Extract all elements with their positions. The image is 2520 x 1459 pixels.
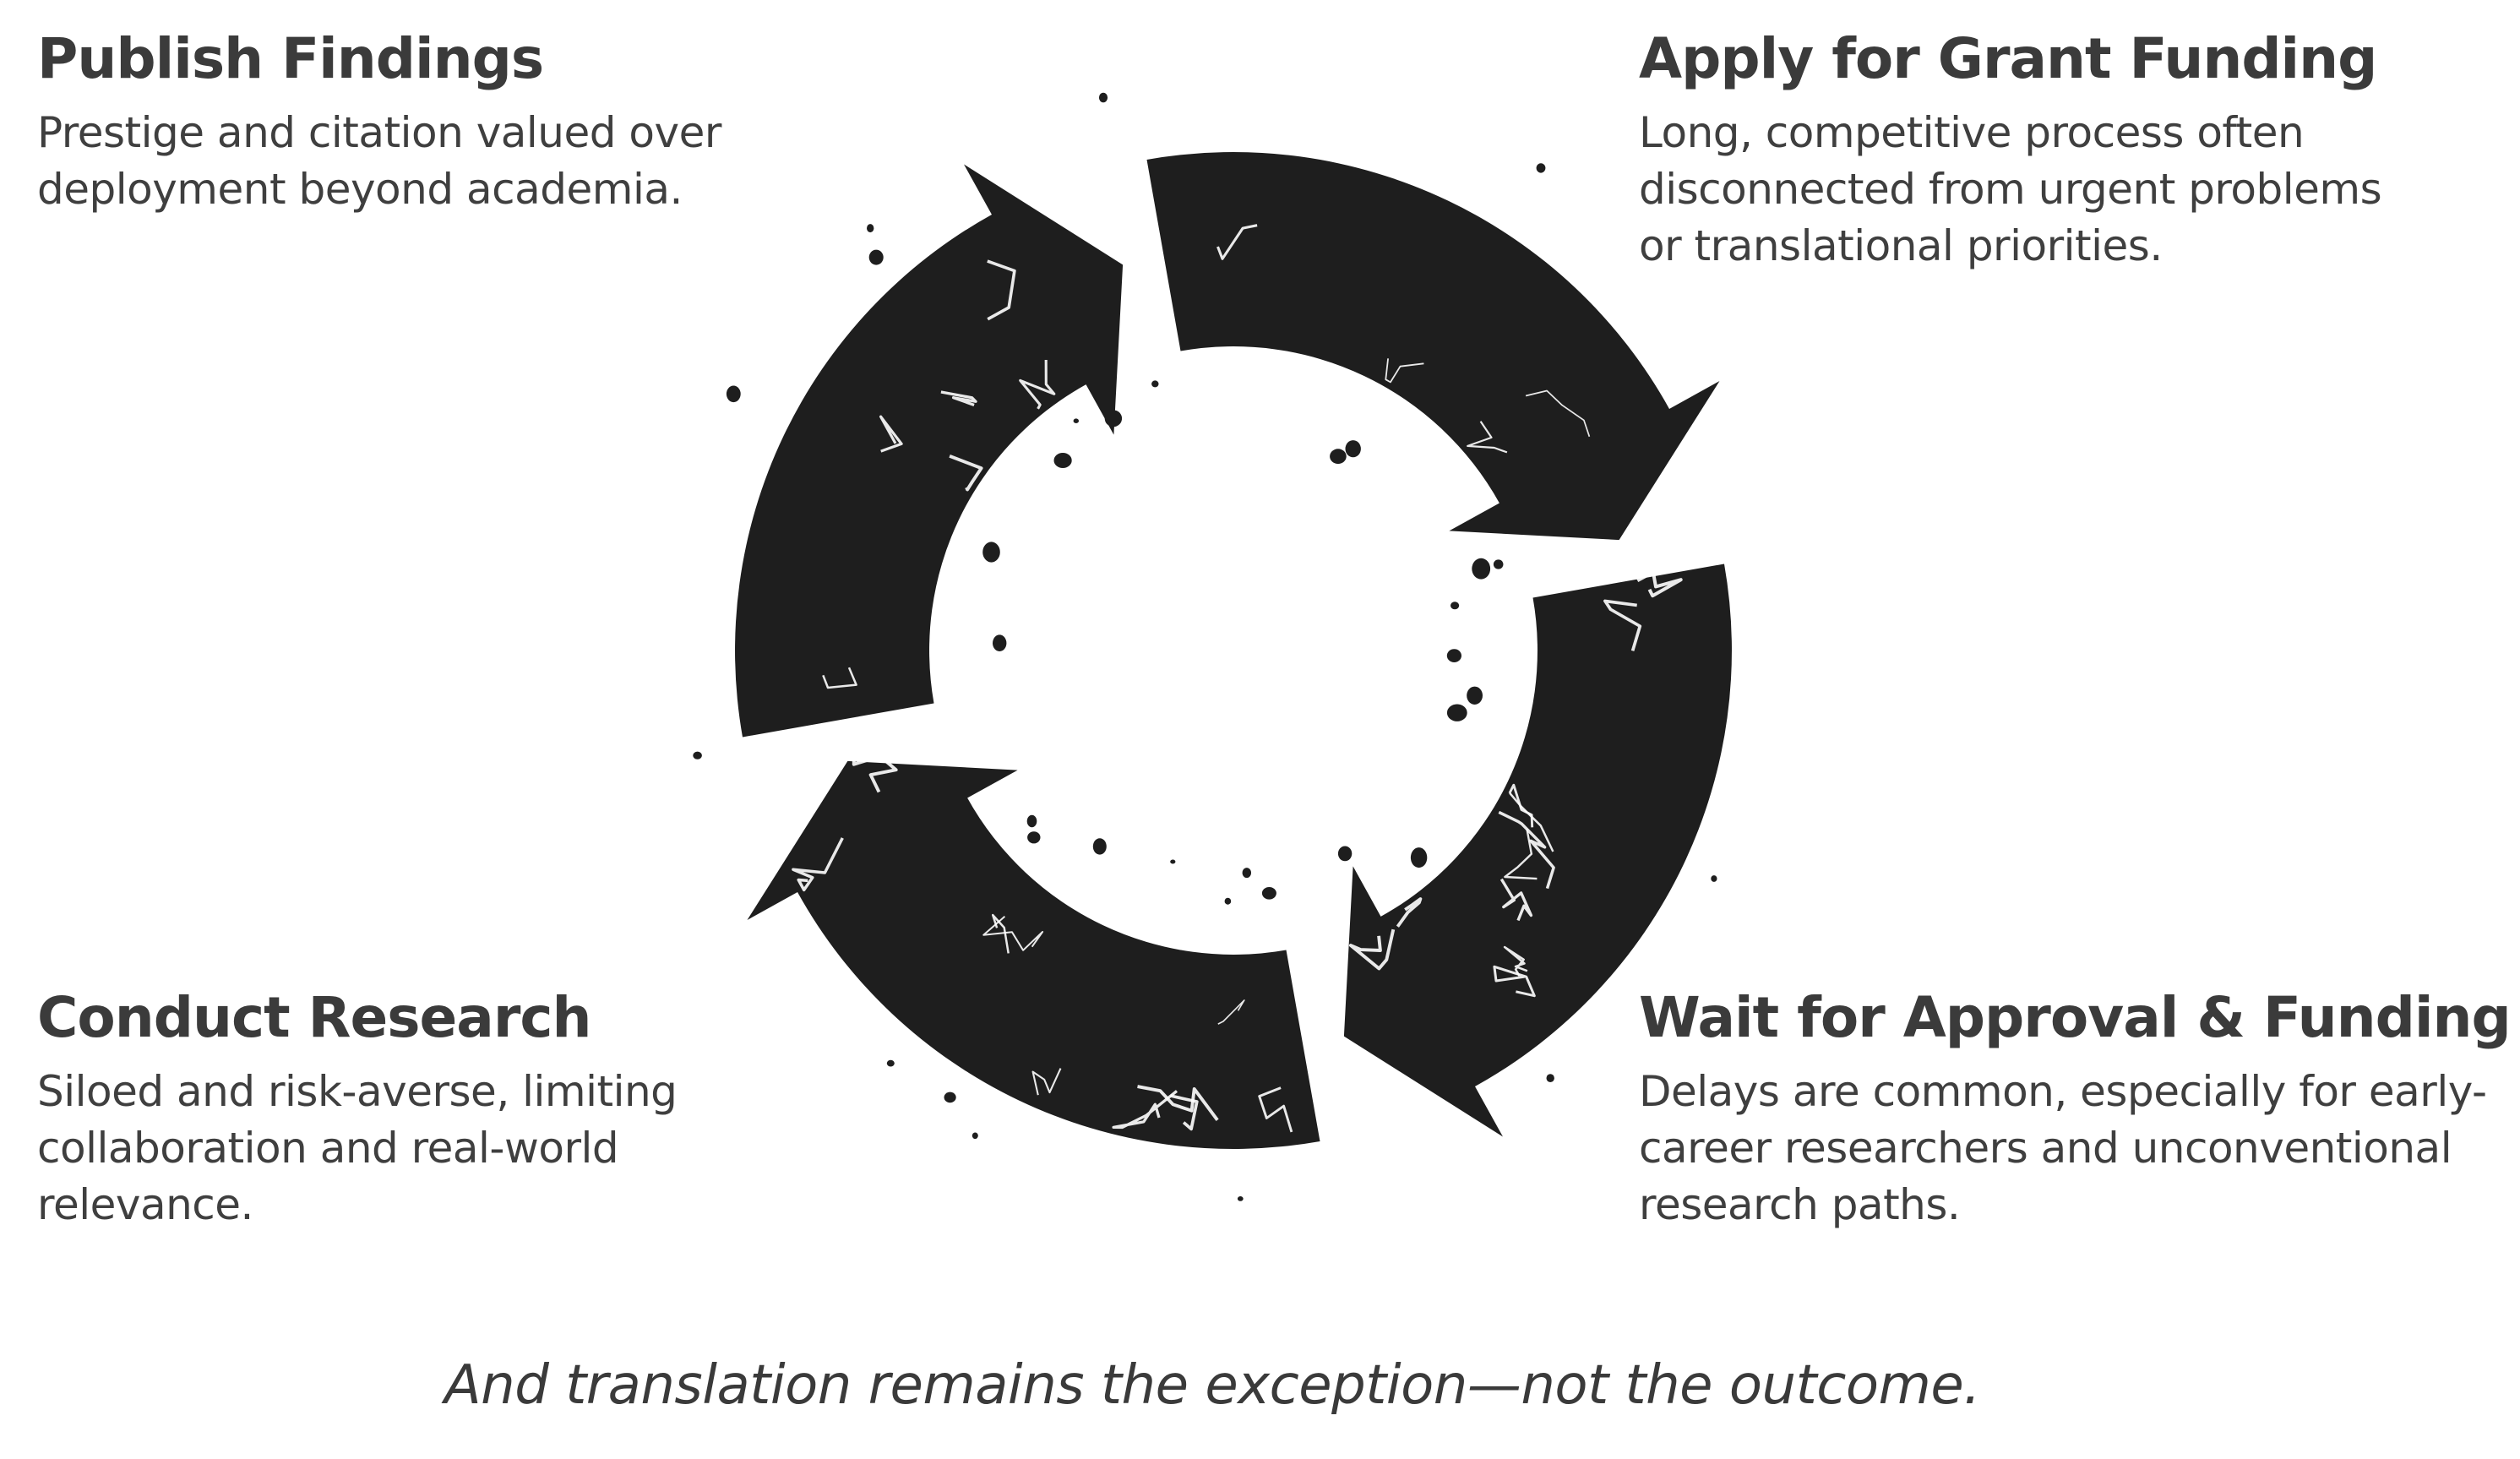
step-title: Apply for Grant Funding (1639, 26, 2377, 91)
ink-speck (867, 224, 874, 233)
cycle-arrows (735, 152, 1732, 1149)
crack-line (1169, 1094, 1199, 1131)
ink-speck (1098, 92, 1108, 103)
ink-speck (1092, 838, 1107, 855)
crack-line (1498, 810, 1555, 890)
crack-line (1603, 599, 1642, 651)
crack-line (1112, 1090, 1178, 1130)
arrow-top-right (1146, 152, 1720, 541)
arrow-top-left (735, 164, 1124, 738)
crack-line (1509, 792, 1554, 852)
crack-line (1493, 965, 1536, 998)
crack-line (1467, 421, 1508, 454)
ink-speck (1330, 449, 1347, 465)
ink-speck (1337, 846, 1353, 862)
ink-specks (693, 92, 1717, 1201)
step-title: Publish Findings (37, 26, 544, 91)
crack-line (1258, 1086, 1293, 1133)
step-title: Wait for Approval & Funding (1639, 985, 2512, 1050)
ink-speck (1450, 602, 1460, 610)
crack-line (1636, 570, 1683, 598)
ink-speck (972, 1132, 978, 1140)
ink-speck (1242, 868, 1251, 879)
crack-line (1217, 999, 1245, 1025)
step-title: Conduct Research (37, 985, 591, 1050)
ink-speck (1345, 440, 1361, 458)
ink-speck (1073, 418, 1079, 424)
step-description: Siloed and risk-averse, limiting collabo… (37, 1067, 678, 1229)
ink-speck (1261, 887, 1276, 900)
crack-line (852, 754, 898, 793)
crack-line (949, 454, 983, 492)
ink-speck (1170, 859, 1176, 864)
ink-speck (726, 385, 741, 403)
crack-line (987, 259, 1016, 321)
crack-line (1499, 878, 1533, 922)
crack-line (1504, 829, 1538, 880)
ink-speck (1104, 410, 1123, 427)
crack-line (1031, 1068, 1062, 1096)
ink-speck (1467, 686, 1483, 705)
crack-line (1019, 359, 1056, 410)
step-wait-for-approval: Wait for Approval & Funding Delays are c… (1639, 984, 2512, 1233)
ink-speck (982, 542, 1000, 563)
ink-speck (1472, 558, 1491, 580)
crack-line (1571, 546, 1592, 566)
crack-line (822, 667, 857, 689)
crack-line (1503, 945, 1528, 977)
crack-line (940, 390, 977, 406)
ink-speck (1546, 1074, 1554, 1082)
cracked-cycle-arrows-icon (693, 92, 1732, 1201)
crack-line (1137, 1085, 1219, 1121)
cycle-cracks (792, 224, 1683, 1133)
step-description: Delays are common, especially for early-… (1639, 1067, 2487, 1229)
step-description: Prestige and citation valued over deploy… (37, 108, 721, 214)
crack-line (1144, 236, 1170, 347)
crack-line (879, 415, 903, 453)
crack-line (896, 730, 917, 749)
crack-line (1216, 224, 1258, 260)
crack-line (792, 837, 844, 892)
step-conduct-research: Conduct Research Siloed and risk-averse,… (37, 984, 797, 1233)
crack-line (1396, 897, 1423, 928)
crack-line (1508, 783, 1534, 828)
crack-line (982, 915, 1044, 951)
step-apply-for-grant-funding: Apply for Grant Funding Long, competitiv… (1639, 25, 2484, 275)
ink-speck (693, 751, 702, 759)
ink-speck (1026, 814, 1037, 828)
ink-speck (868, 249, 884, 265)
crack-line (1385, 358, 1424, 384)
footer-caption: And translation remains the exception—no… (444, 1354, 1981, 1417)
ink-speck (1711, 875, 1717, 882)
ink-speck (886, 1059, 895, 1067)
ink-speck (1536, 163, 1546, 173)
ink-speck (1446, 704, 1467, 721)
crack-line (1348, 928, 1396, 971)
ink-speck (944, 1092, 956, 1103)
ink-speck (1224, 897, 1232, 905)
step-description: Long, competitive process often disconne… (1639, 108, 2382, 270)
ink-speck (1410, 847, 1428, 868)
ink-speck (1027, 831, 1041, 844)
step-publish-findings: Publish Findings Prestige and citation v… (37, 25, 797, 218)
ink-speck (1493, 559, 1504, 569)
ink-speck (1151, 380, 1159, 388)
arrow-bottom-left (747, 760, 1320, 1149)
ink-speck (1053, 453, 1072, 468)
ink-speck (1446, 649, 1461, 662)
ink-speck (993, 634, 1007, 651)
ink-speck (1237, 1196, 1244, 1201)
crack-line (1525, 389, 1591, 438)
